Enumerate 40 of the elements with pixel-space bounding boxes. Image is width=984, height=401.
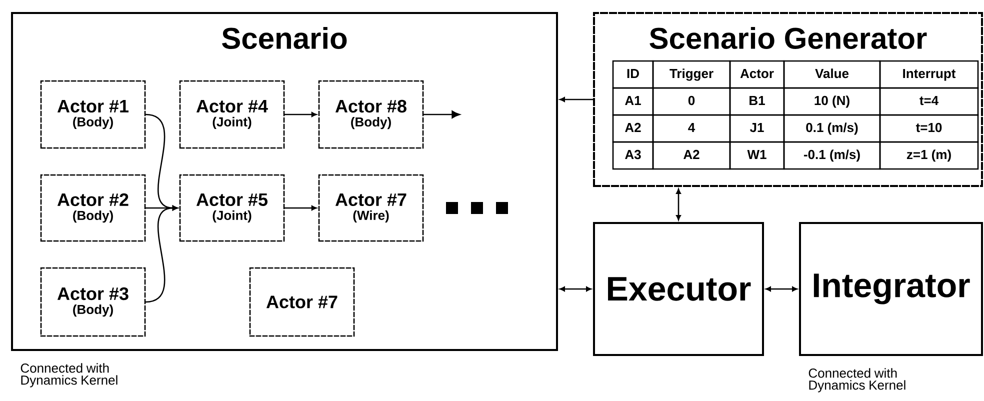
- table-cell: A2: [652, 141, 731, 170]
- table-cell: ID: [612, 60, 654, 89]
- table-cell: -0.1 (m/s): [783, 141, 881, 170]
- actor-box: Actor #2 (Body): [40, 174, 146, 242]
- table-cell: 0.1 (m/s): [783, 114, 881, 143]
- arrow: [676, 188, 681, 220]
- side-note: Connected with Dynamics Kernel: [808, 368, 906, 392]
- actor-box: Actor #5 (Joint): [179, 174, 285, 242]
- table-cell: A2: [612, 114, 654, 143]
- table-cell: J1: [729, 114, 785, 143]
- actor-box: Actor #8 (Body): [318, 80, 424, 149]
- table-cell: z=1 (m): [879, 141, 979, 170]
- actor-box: Actor #1 (Body): [40, 80, 146, 149]
- arrow: [284, 112, 317, 117]
- table-cell: 4: [652, 114, 731, 143]
- table-cell: 10 (N): [783, 87, 881, 116]
- arrow: [145, 206, 178, 303]
- table-cell: Value: [783, 60, 881, 89]
- actor-box: Actor #3 (Body): [40, 267, 146, 337]
- side-note: Connected with Dynamics Kernel: [20, 363, 118, 388]
- table-cell: Interrupt: [879, 60, 979, 89]
- table-cell: B1: [729, 87, 785, 116]
- executor-box: Executor: [593, 222, 764, 356]
- actor-box: Actor #7: [249, 267, 355, 337]
- table-cell: Trigger: [652, 60, 731, 89]
- arrow: [560, 97, 594, 102]
- arrow: [423, 110, 460, 118]
- table-cell: Actor: [729, 60, 785, 89]
- arrow: [560, 286, 592, 292]
- table-cell: 0: [652, 87, 731, 116]
- arrow: [766, 286, 798, 292]
- arrow: [284, 206, 317, 210]
- table-cell: W1: [729, 141, 785, 170]
- integrator-box: Integrator: [799, 222, 983, 356]
- table-cell: t=4: [879, 87, 979, 116]
- table-cell: A1: [612, 87, 654, 116]
- actor-box: Actor #4 (Joint): [179, 80, 285, 149]
- table-cell: t=10: [879, 114, 979, 143]
- actor-box: Actor #7 (Wire): [318, 174, 424, 242]
- table-cell: A3: [612, 141, 654, 170]
